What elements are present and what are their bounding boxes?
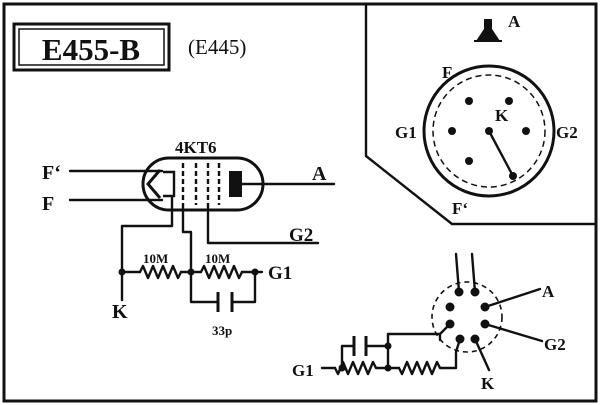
resistor-1-value: 10M <box>143 251 168 266</box>
socket-label-g1: G1 <box>292 361 314 380</box>
base-label-f: F <box>442 63 452 82</box>
junction-dot <box>118 268 126 276</box>
junction-dot <box>338 364 346 372</box>
junction-dot <box>384 364 392 372</box>
base-label-f-prime: F‘ <box>452 199 468 218</box>
cathode-lead <box>120 196 174 302</box>
base-view: A F K G1 G2 F‘ <box>395 12 578 218</box>
g2-lead <box>206 203 320 245</box>
socket-label-g2: G2 <box>544 335 566 354</box>
socket-cathode-lead <box>473 337 491 372</box>
base-pin <box>522 127 530 135</box>
cathode-link <box>487 129 515 178</box>
resistor-2 <box>199 264 244 280</box>
socket-resistor-right <box>397 360 442 376</box>
base-pin <box>448 127 456 135</box>
junction-dot <box>251 268 259 276</box>
pin-label-cathode: K <box>112 301 128 323</box>
title-box: E455-B <box>12 22 171 72</box>
pin-label-anode: A <box>312 163 327 185</box>
pin-label-f-prime: F‘ <box>42 162 61 184</box>
pin-label-g1: G1 <box>268 263 292 284</box>
tube-type-label: 4KT6 <box>175 138 217 157</box>
socket-label-k: K <box>481 374 495 393</box>
socket-filament-lead <box>454 252 461 294</box>
resistor-1 <box>138 264 183 280</box>
socket-anode-lead <box>483 287 542 309</box>
socket-view: A G2 K G1 <box>292 252 566 393</box>
pin-label-f: F <box>42 193 54 215</box>
base-pin <box>465 157 473 165</box>
junction-dot <box>187 268 195 276</box>
tube-symbol: 4KT6 <box>141 138 265 212</box>
pin-label-g2: G2 <box>289 225 313 246</box>
resistor-2-value: 10M <box>205 251 230 266</box>
base-label-k: K <box>495 106 509 125</box>
base-label-g1: G1 <box>395 123 417 142</box>
title: E455-B <box>42 32 140 67</box>
base-outline <box>422 64 556 198</box>
socket-filament-lead <box>470 252 477 294</box>
socket-pin <box>445 302 455 312</box>
g1-lead <box>181 203 193 274</box>
base-panel-divider <box>364 2 598 226</box>
subtitle: (E445) <box>188 35 246 59</box>
base-label-g2: G2 <box>556 123 578 142</box>
socket-label-anode: A <box>542 282 555 301</box>
base-inner-circle <box>432 74 546 188</box>
capacitor-value: 33p <box>212 323 232 338</box>
socket-outline <box>431 281 503 353</box>
junction-dot <box>384 342 392 350</box>
base-pin <box>505 97 513 105</box>
socket-g2-lead <box>483 322 544 343</box>
base-pin <box>465 97 473 105</box>
base-label-anode: A <box>508 12 521 31</box>
